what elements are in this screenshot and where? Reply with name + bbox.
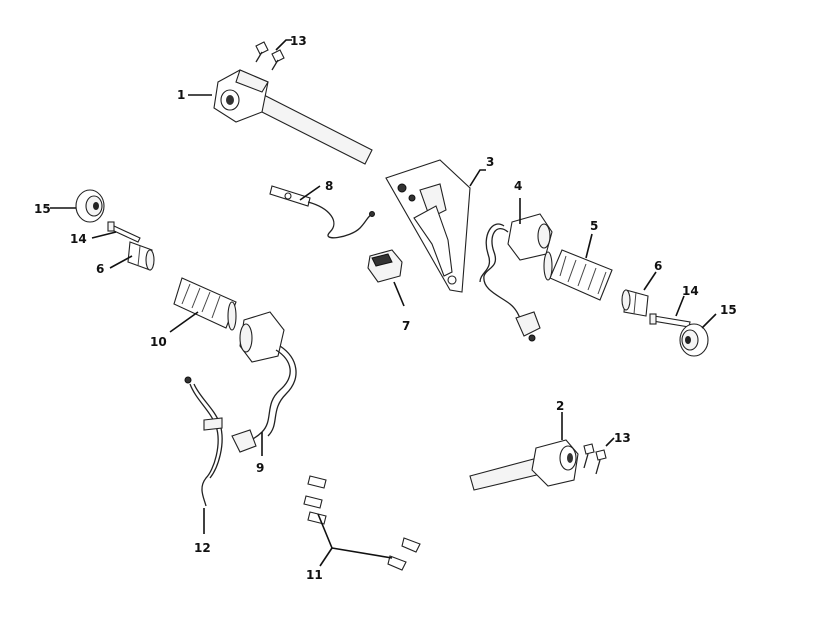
leader-11: [319, 547, 333, 567]
part-14-bolt-right: [649, 313, 691, 328]
leader-15-right: [701, 313, 717, 329]
label-4: 4: [514, 179, 522, 193]
label-13-bottom: 13: [614, 431, 631, 445]
label-10: 10: [150, 335, 167, 349]
label-12: 12: [194, 541, 211, 555]
leader-11-a: [317, 513, 333, 549]
part-7-switch: [367, 249, 403, 283]
part-6-bar-end-left: [127, 241, 155, 271]
part-3-brake-lever: [385, 159, 471, 293]
label-7: 7: [402, 319, 410, 333]
leader-6-left: [109, 255, 133, 269]
leader-13-top: [275, 39, 292, 51]
leader-7: [393, 281, 405, 307]
part-1-throttle-tube: [213, 69, 373, 165]
leader-5: [585, 233, 593, 259]
label-11: 11: [306, 568, 323, 582]
part-8-brake-cable: [269, 185, 375, 239]
part-15-end-cap-right: [679, 323, 709, 357]
part-12-throttle-cable: [184, 376, 223, 507]
label-6-left: 6: [96, 262, 104, 276]
leader-13-bottom: [605, 437, 615, 447]
leader-3: [469, 169, 486, 187]
part-13-screws-bottom: [583, 443, 607, 475]
label-14-right: 14: [682, 284, 699, 298]
part-6-bar-end-right: [621, 289, 649, 317]
label-8: 8: [325, 179, 333, 193]
leader-8: [299, 185, 321, 201]
part-15-end-cap-left: [75, 189, 105, 223]
part-10-left-grip: [173, 277, 237, 331]
leader-11-b: [331, 547, 393, 559]
label-9: 9: [256, 461, 264, 475]
part-13-screws-top: [255, 41, 285, 71]
label-15-left: 15: [34, 202, 51, 216]
part-4-right-switch: [479, 213, 553, 342]
label-5: 5: [590, 219, 598, 233]
label-6-right: 6: [654, 259, 662, 273]
label-1: 1: [177, 88, 185, 102]
part-14-bolt-left: [107, 221, 141, 243]
label-15-right: 15: [720, 303, 737, 317]
part-9-left-switch: [231, 311, 297, 453]
leader-10: [169, 311, 199, 333]
leader-14-right: [675, 295, 685, 317]
label-13-top: 13: [290, 34, 307, 48]
leader-6-right: [643, 271, 657, 291]
label-2: 2: [556, 399, 564, 413]
label-3: 3: [486, 155, 494, 169]
part-5-right-grip: [543, 249, 613, 301]
part-2-throttle-tube-right: [469, 439, 579, 491]
label-14-left: 14: [70, 232, 87, 246]
leader-14-left: [91, 231, 117, 239]
